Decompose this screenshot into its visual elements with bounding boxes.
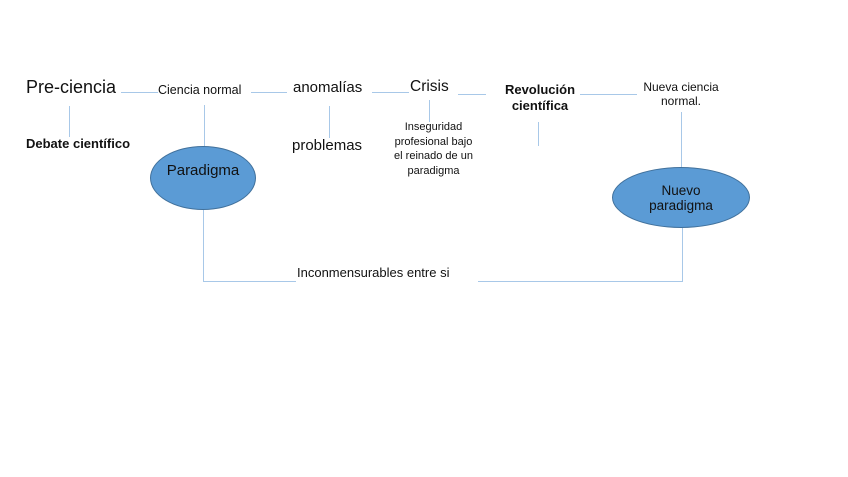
connector-anomalias-crisis [372, 92, 409, 93]
connector-nuevoparadigma-down [682, 227, 683, 282]
connector-crisis-inseguridad [429, 100, 430, 122]
annotation-debate-cientifico: Debate científico [26, 136, 131, 151]
stage-ciencia-normal: Ciencia normal [158, 83, 242, 97]
stage-crisis: Crisis [410, 78, 449, 95]
connector-revolucion-down [538, 122, 539, 146]
connector-bottom-left [203, 281, 296, 282]
node-paradigma-label: Paradigma [166, 161, 240, 179]
stage-revolucion-cientifica: Revolución científica [504, 82, 576, 113]
stage-pre-ciencia: Pre-ciencia [26, 77, 117, 97]
stage-nueva-ciencia-normal: Nueva ciencia normal. [643, 80, 719, 108]
stage-anomalias: anomalías [293, 79, 363, 96]
connector-paradigma-down [203, 209, 204, 282]
node-nuevo-paradigma: Nuevo paradigma [612, 167, 750, 228]
connector-crisis-revolucion [458, 94, 486, 95]
annotation-inconmensurables: Inconmensurables entre si [297, 265, 450, 280]
node-nuevo-paradigma-label: Nuevo paradigma [649, 182, 713, 213]
connector-nuevaciencia-nuevoparadigma [681, 112, 682, 168]
connector-preciencia-debate [69, 106, 70, 137]
connector-bottom-right [478, 281, 682, 282]
connector-ciencianormal-anomalias [251, 92, 287, 93]
node-paradigma: Paradigma [150, 146, 256, 210]
connector-revolucion-nuevaciencia [580, 94, 637, 95]
annotation-inseguridad-profesional: Inseguridad profesional bajo el reinado … [394, 121, 473, 177]
annotation-problemas: problemas [292, 137, 363, 154]
connector-anomalias-problemas [329, 106, 330, 138]
connector-preciencia-ciencianormal [121, 92, 158, 93]
connector-ciencianormal-paradigma [204, 105, 205, 147]
